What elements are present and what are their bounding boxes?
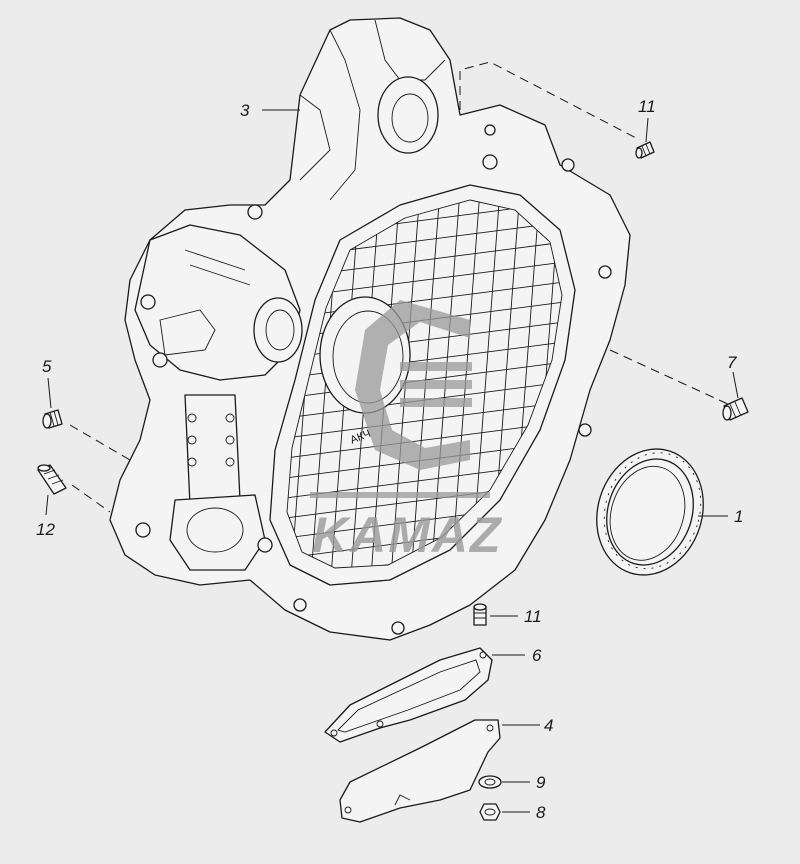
plug-part-11-bottom [473, 603, 487, 626]
seal-part-1 [596, 448, 704, 576]
gasket-part-6 [324, 647, 493, 743]
assembly-line-12 [71, 484, 111, 513]
nut-part-8 [479, 803, 501, 821]
assembly-line-5 [69, 424, 131, 461]
callout-11-bottom: 11 [524, 607, 542, 626]
plug-part-11-top [635, 141, 655, 159]
callout-12: 12 [36, 520, 55, 539]
callout-5: 5 [42, 357, 52, 376]
kamaz-watermark: KAMAZ [310, 300, 503, 563]
rib-horizontal [287, 399, 562, 441]
rib-vertical [409, 200, 441, 568]
callout-4: 4 [544, 716, 553, 735]
stud-part-12 [37, 464, 67, 495]
assembly-line-7 [609, 349, 731, 406]
leader-5 [47, 377, 52, 409]
callout-7: 7 [727, 353, 737, 372]
callout-6: 6 [532, 646, 542, 665]
callout-3: 3 [240, 101, 250, 120]
callout-8: 8 [536, 803, 546, 822]
callout-1: 1 [734, 507, 743, 526]
rib-vertical [389, 200, 421, 568]
rib-vertical [449, 200, 481, 568]
rib-vertical [429, 200, 461, 568]
callout-11-top: 11 [638, 97, 656, 116]
kamaz-wordmark: KAMAZ [312, 507, 503, 563]
cover-plate-part-4 [339, 719, 501, 823]
kamaz-logo-icon [355, 300, 470, 470]
leader-11-top [645, 117, 649, 143]
plug-part-5 [42, 409, 63, 429]
assembly-line-11-top [459, 61, 641, 141]
plug-part-7 [722, 397, 749, 421]
washer-part-9 [478, 775, 502, 789]
leader-12 [45, 494, 49, 516]
leader-7 [732, 371, 739, 399]
callout-9: 9 [536, 773, 546, 792]
